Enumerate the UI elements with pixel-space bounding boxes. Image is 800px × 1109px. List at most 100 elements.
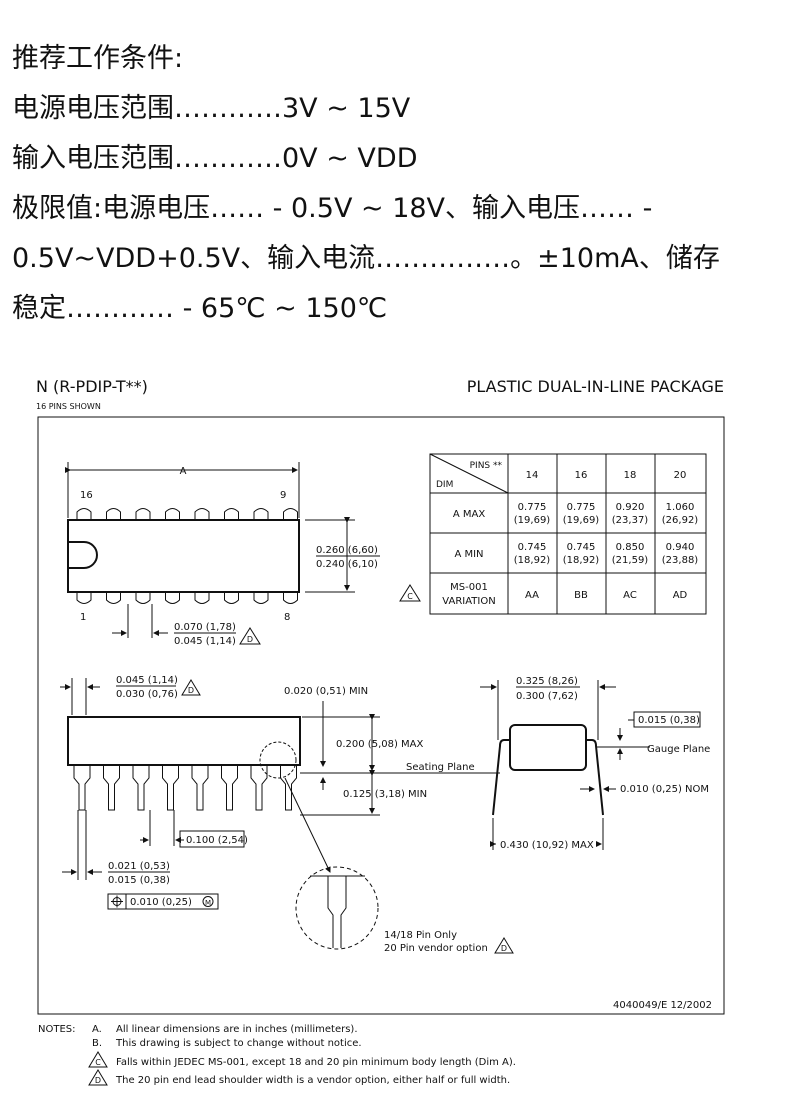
shoulder-min: 0.045 (1,14): [174, 636, 236, 647]
top-pin: [106, 508, 121, 520]
note-c-text: Falls within JEDEC MS-001, except 18 and…: [116, 1057, 516, 1068]
row-variation-label: VARIATION: [442, 596, 495, 607]
top-pin: [253, 508, 269, 520]
side-lead: [221, 765, 238, 811]
row-ms001-label: MS-001: [450, 582, 488, 593]
pin-count-20: 20: [674, 470, 687, 481]
conditions-input-range: 输入电压范围…………0V ~ VDD: [12, 143, 418, 174]
note-a-text: All linear dimensions are in inches (mil…: [116, 1024, 358, 1035]
side-lead: [132, 765, 150, 811]
conditions-limits-2: 0.5V~VDD+0.5V、输入电流……………。±10mA、储存: [12, 243, 720, 274]
note-d-text: The 20 pin end lead shoulder width is a …: [115, 1075, 510, 1086]
conditions-storage: 稳定………… - 65℃ ~ 150℃: [12, 293, 388, 324]
variation-20: AD: [673, 590, 688, 601]
top-pin: [283, 508, 298, 520]
row-a-max-label: A MAX: [453, 509, 485, 520]
pin-count-16: 16: [575, 470, 588, 481]
pin-count-18: 18: [624, 470, 637, 481]
note-d-flag-letter: D: [247, 635, 253, 644]
width-min: 0.240 (6,10): [316, 559, 378, 570]
pin-1-label: 1: [80, 612, 86, 623]
note-a-tag: A.: [92, 1024, 102, 1035]
a-max-20-in: 1.060: [666, 502, 695, 513]
shoulder-max: 0.070 (1,78): [174, 622, 236, 633]
a-min-18-mm: (21,59): [612, 555, 649, 566]
end-min: 0.030 (0,76): [116, 689, 178, 700]
lead-length-min: 0.125 (3,18) MIN: [343, 789, 427, 800]
end-flag-letter: D: [188, 686, 194, 695]
note-d-tag: D: [95, 1076, 101, 1085]
note-b-tag: B.: [92, 1038, 102, 1049]
detail-note-2: 20 Pin vendor option: [384, 943, 488, 954]
gauge-plane-label: Gauge Plane: [647, 744, 710, 755]
a-min-20-mm: (23,88): [662, 555, 699, 566]
note-c-tag: C: [95, 1058, 101, 1067]
end-max: 0.045 (1,14): [116, 675, 178, 686]
drawing-code: 4040049/E 12/2002: [613, 1000, 712, 1011]
bottom-pin: [106, 592, 121, 604]
side-lead: [73, 765, 91, 811]
pitch: 0.100 (2,54): [186, 835, 248, 846]
a-max-14-in: 0.775: [518, 502, 547, 513]
top-pin: [224, 508, 239, 520]
side-lead: [162, 765, 179, 811]
bottom-pin: [253, 592, 269, 604]
bottom-pin: [224, 592, 239, 604]
note-c-flag-letter: C: [407, 592, 413, 601]
pin-count-14: 14: [526, 470, 539, 481]
variation-14: AA: [525, 590, 539, 601]
top-view: A 16 9 1 8 0.260 (6,60) 0.240 (6,10) 0.0…: [65, 462, 380, 647]
a-min-14-in: 0.745: [518, 542, 547, 553]
a-min-18-in: 0.850: [616, 542, 645, 553]
detail-note-1: 14/18 Pin Only: [384, 930, 457, 941]
notes: NOTES: A. All linear dimensions are in i…: [38, 1024, 516, 1086]
side-lead: [103, 765, 120, 811]
dimension-table: PINS ** DIM 14 16 18 20 A MAX 0.775 (19,…: [399, 453, 707, 615]
package-title: PLASTIC DUAL-IN-LINE PACKAGE: [467, 377, 724, 396]
bottom-pin: [135, 592, 151, 604]
overall-lead-span: 0.430 (10,92) MAX: [500, 840, 594, 851]
note-d-flag: [239, 627, 261, 645]
bottom-pin: [194, 592, 210, 604]
a-min-16-mm: (18,92): [563, 555, 600, 566]
a-max-16-mm: (19,69): [563, 515, 600, 526]
top-pin: [76, 508, 92, 520]
lead-span-min: 0.300 (7,62): [516, 691, 578, 702]
pins-shown: 16 PINS SHOWN: [36, 402, 101, 411]
a-min-14-mm: (18,92): [514, 555, 551, 566]
conditions-limits-1: 极限值:电源电压…… - 0.5V ~ 18V、输入电压…… -: [12, 193, 653, 224]
bottom-pin: [283, 592, 298, 604]
standoff-min: 0.020 (0,51) MIN: [284, 686, 368, 697]
a-min-20-in: 0.940: [666, 542, 695, 553]
side-lead: [191, 765, 209, 811]
drawing-frame: [37, 416, 725, 1015]
conditions-heading: 推荐工作条件:: [12, 43, 184, 74]
a-min-16-in: 0.745: [567, 542, 596, 553]
table-header-dim: DIM: [436, 480, 453, 490]
note-c-flag: [399, 584, 421, 602]
top-pin: [135, 508, 151, 520]
side-lead: [280, 765, 297, 811]
top-pin: [165, 508, 180, 520]
bottom-pin: [165, 592, 180, 604]
detail-flag-letter: D: [501, 944, 507, 953]
pin-8-label: 8: [284, 612, 290, 623]
top-pin: [194, 508, 210, 520]
package-drawing: N (R-PDIP-T**) PLASTIC DUAL-IN-LINE PACK…: [36, 377, 725, 1086]
a-max-18-mm: (23,37): [612, 515, 649, 526]
package-code: N (R-PDIP-T**): [36, 377, 148, 396]
position-tolerance: 0.010 (0,25): [130, 897, 192, 908]
a-max-20-mm: (26,92): [662, 515, 699, 526]
bottom-pin: [76, 592, 92, 604]
width-max: 0.260 (6,60): [316, 545, 378, 556]
tolerance-modifier: M: [205, 899, 211, 907]
gauge-dim: 0.015 (0,38): [638, 715, 700, 726]
pin-16-label: 16: [80, 490, 93, 501]
notes-label: NOTES:: [38, 1024, 76, 1035]
end-view: 0.325 (8,26) 0.300 (7,62) 0.015 (0,38) G…: [480, 676, 710, 852]
side-lead: [250, 765, 268, 811]
variation-16: BB: [574, 590, 588, 601]
a-max-18-in: 0.920: [616, 502, 645, 513]
table-header-pins: PINS **: [470, 461, 503, 471]
a-max-16-in: 0.775: [567, 502, 596, 513]
